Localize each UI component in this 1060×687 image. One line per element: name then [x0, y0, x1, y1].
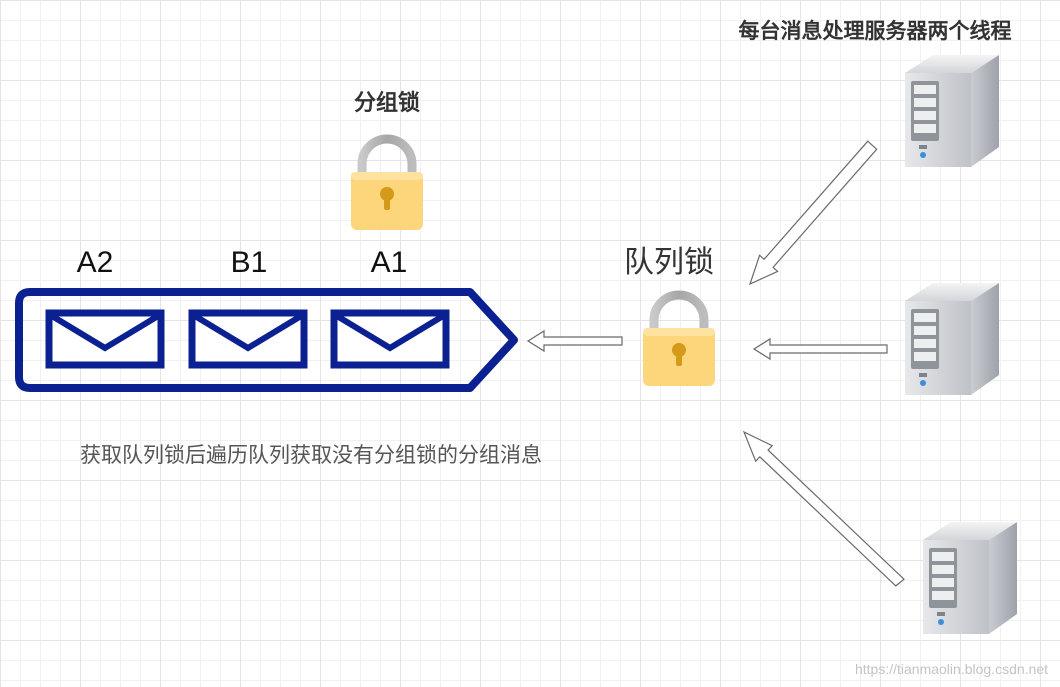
envelope-icon [192, 313, 304, 365]
message-queue-shape [15, 288, 518, 392]
server-tower-icon [905, 55, 999, 167]
description-text: 获取队列锁后遍历队列获取没有分组锁的分组消息 [80, 443, 542, 467]
envelope-icon [49, 313, 161, 365]
server-tower-icon [923, 522, 1017, 634]
envelope-icon [334, 313, 446, 365]
arrow-from-middle-server [752, 337, 888, 361]
group-padlock-icon [351, 139, 423, 230]
message-label-b1: B1 [231, 246, 268, 279]
server-tower-icon [905, 283, 999, 395]
arrow-from-top-server [748, 140, 878, 286]
queue-padlock-icon [643, 295, 715, 386]
arrow-to-queue [526, 329, 623, 353]
message-label-a1: A1 [371, 246, 408, 279]
queue-lock-label: 队列锁 [624, 245, 714, 280]
servers-title: 每台消息处理服务器两个线程 [739, 19, 1012, 43]
watermark: https://tianmaolin.blog.csdn.net [855, 661, 1048, 677]
arrow-from-bottom-server [742, 430, 905, 587]
group-lock-label: 分组锁 [354, 90, 420, 116]
message-label-a2: A2 [77, 246, 114, 279]
